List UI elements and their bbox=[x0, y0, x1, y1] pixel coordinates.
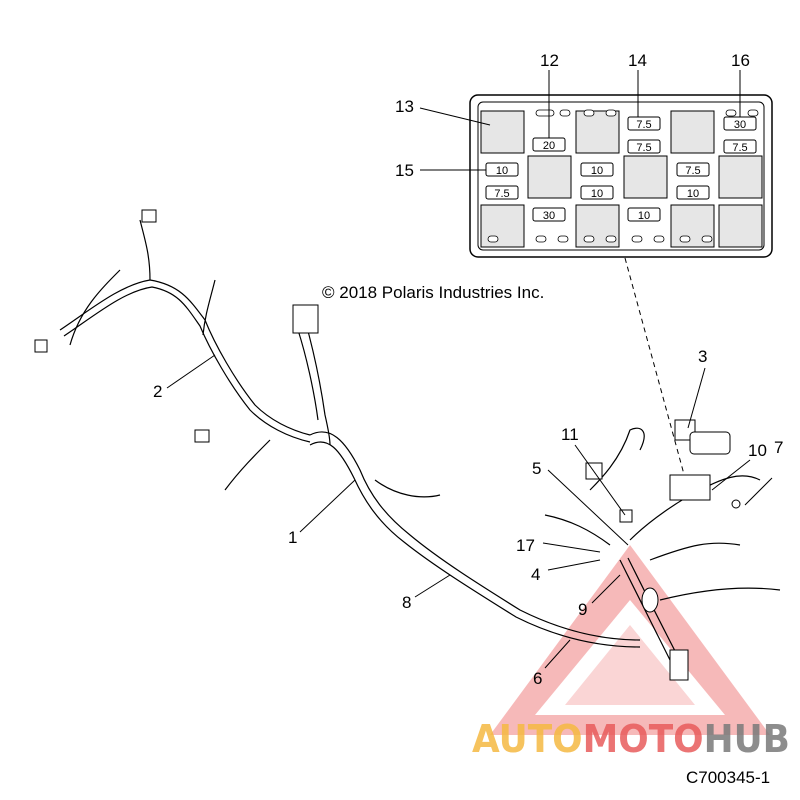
fuse-slot bbox=[485, 185, 519, 200]
callout-2: 2 bbox=[153, 382, 162, 401]
callout-17: 17 bbox=[516, 536, 535, 555]
callout-leaders bbox=[166, 70, 773, 669]
watermark-part-auto: AUTO bbox=[472, 717, 583, 761]
callout-3: 3 bbox=[698, 347, 707, 366]
callout-10: 10 bbox=[748, 441, 767, 460]
fuse-label: 7.5 bbox=[685, 165, 700, 177]
callout-6: 6 bbox=[533, 669, 542, 688]
fuse-label: 30 bbox=[734, 119, 746, 131]
fuse-label: 7.5 bbox=[636, 119, 651, 131]
callout-15: 15 bbox=[395, 161, 414, 180]
fuse-label: 7.5 bbox=[494, 188, 509, 200]
callout-9: 9 bbox=[578, 600, 587, 619]
callout-5: 5 bbox=[532, 459, 541, 478]
fuse-slot bbox=[580, 185, 614, 200]
callout-1: 1 bbox=[288, 528, 297, 547]
callout-7: 7 bbox=[774, 438, 783, 457]
fuse-slot bbox=[580, 162, 614, 177]
callout-16: 16 bbox=[731, 51, 750, 70]
callout-14: 14 bbox=[628, 51, 647, 70]
document-id: C700345-1 bbox=[686, 768, 770, 787]
fuse-box-detail: 20 7.5 7.5 30 7.5 10 7.5 10 10 7.5 10 30… bbox=[469, 94, 773, 258]
fuse-label: 7.5 bbox=[636, 142, 651, 154]
callout-12: 12 bbox=[540, 51, 559, 70]
fuse-slot bbox=[676, 185, 710, 200]
watermark-part-moto: MOTO bbox=[583, 717, 704, 761]
fuse-slot bbox=[723, 139, 757, 154]
wiring-harness bbox=[34, 209, 781, 681]
fuse-label: 30 bbox=[543, 210, 555, 222]
copyright-text: © 2018 Polaris Industries Inc. bbox=[322, 283, 544, 302]
callout-11: 11 bbox=[561, 425, 579, 444]
detail-leader-line bbox=[624, 257, 686, 479]
fuse-slot bbox=[627, 139, 661, 154]
fuse-slot bbox=[627, 207, 661, 222]
fuse-label: 10 bbox=[638, 210, 650, 222]
fuse-slot bbox=[627, 116, 661, 131]
fuse-label: 10 bbox=[687, 188, 699, 200]
fuse-slot bbox=[532, 207, 566, 222]
callout-13: 13 bbox=[395, 97, 414, 116]
fuse-label: 10 bbox=[591, 165, 603, 177]
watermark-part-hub: HUB bbox=[704, 717, 790, 761]
fuse-slot bbox=[676, 162, 710, 177]
fuse-label: 10 bbox=[591, 188, 603, 200]
fuse-label: 20 bbox=[543, 140, 555, 152]
callout-8: 8 bbox=[402, 593, 411, 612]
fuse-label: 7.5 bbox=[732, 142, 747, 154]
watermark-text: AUTOMOTOHUB bbox=[472, 717, 790, 761]
fuse-label: 10 bbox=[496, 165, 508, 177]
callout-4: 4 bbox=[531, 565, 540, 584]
